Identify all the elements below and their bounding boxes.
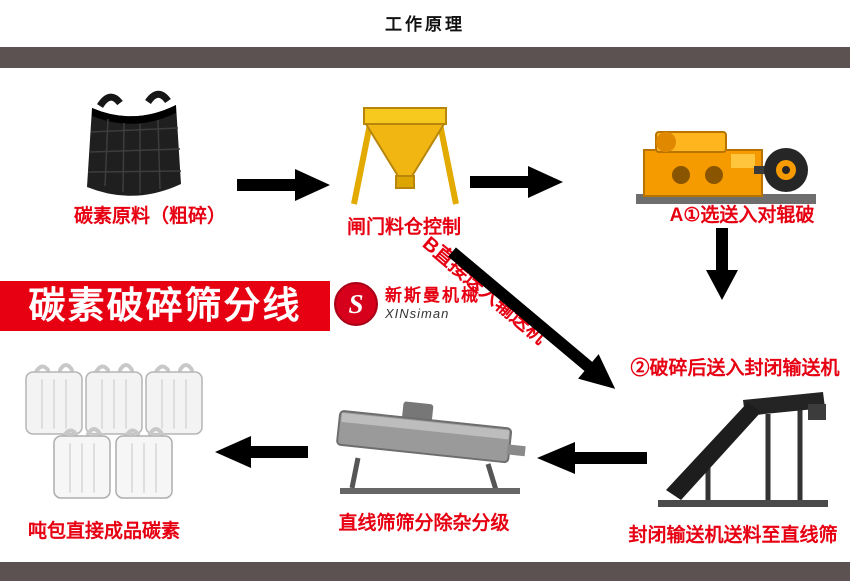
logo-mark-icon: S	[334, 282, 378, 326]
raw-material-bag-image	[87, 90, 182, 196]
label-linear-screen: 直线筛筛分除杂分级	[338, 513, 510, 534]
arrow-conveyor-to-screen-icon	[537, 442, 647, 474]
label-finished-product: 吨包直接成品碳素	[27, 521, 181, 542]
brand-logo: S 新斯曼机械 XINsiman	[333, 281, 480, 327]
bottom-divider-bar	[0, 562, 850, 581]
gate-hopper-image	[351, 107, 459, 205]
arrow-hopper-to-crusher-icon	[470, 166, 563, 198]
arrow-screen-to-bags-icon	[215, 436, 308, 468]
roller-crusher-image	[636, 131, 816, 204]
top-divider-bar	[0, 47, 850, 68]
linear-screen-image	[336, 401, 526, 494]
logo-brand-en: XINsiman	[385, 306, 450, 322]
label-conveyor: 封闭输送机送料至直线筛	[628, 525, 838, 546]
logo-text: 新斯曼机械 XINsiman	[385, 286, 480, 322]
label-roller-crusher: A①选送入对辊破	[669, 205, 815, 226]
page-title: 工作原理	[385, 15, 465, 34]
arrow-raw-to-hopper-icon	[237, 169, 330, 201]
label-raw-material: 碳素原料（粗碎）	[73, 206, 227, 227]
arrow-crusher-down-icon	[706, 228, 738, 300]
logo-monogram: S	[348, 289, 363, 319]
finished-product-bags-image	[25, 363, 203, 499]
closed-conveyor-image	[658, 392, 828, 507]
product-line-banner: 碳素破碎筛分线	[0, 281, 330, 331]
label-after-crushing: ②破碎后送入封闭输送机	[630, 358, 840, 379]
arrow-bypass-diagonal-icon	[448, 247, 616, 389]
label-gate-hopper: 闸门料仓控制	[346, 217, 462, 238]
logo-brand-cn: 新斯曼机械	[385, 286, 480, 305]
